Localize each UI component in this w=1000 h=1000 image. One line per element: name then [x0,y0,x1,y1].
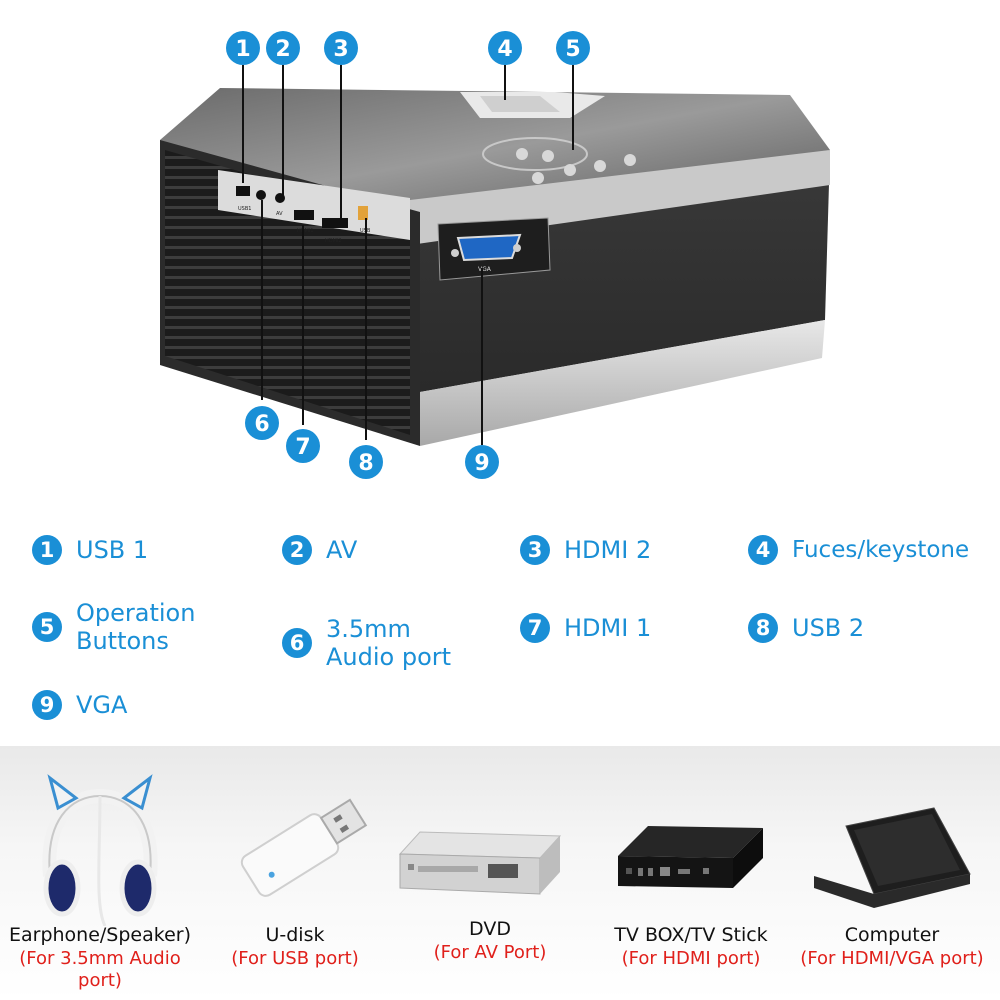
legend-label: HDMI 1 [564,614,652,642]
legend-label: VGA [76,691,128,719]
callout-1: 1 [226,31,260,65]
projector-front-face [160,140,420,446]
device-name: U-disk [265,924,325,946]
legend-item-usb1: 1 USB 1 [32,535,148,565]
callout-2: 2 [266,31,300,65]
legend-label: USB 2 [792,614,865,642]
legend-badge: 4 [748,535,778,565]
legend-badge: 5 [32,612,62,642]
legend-badge: 6 [282,628,312,658]
device-port: (For HDMI/VGA port) [800,948,984,969]
usb-drive-icon [240,798,368,897]
device-dvd: DVD (For AV Port) [390,746,590,1000]
hdmi2-port-label: HDMI2 [325,238,342,244]
device-port: (For AV Port) [433,942,547,963]
legend-label: USB 1 [76,536,149,564]
svg-text:1: 1 [235,37,250,62]
legend-item-operation-buttons: 5 Operation Buttons [32,599,195,655]
device-name: TV BOX/TV Stick [614,924,768,946]
port-legend: 1 USB 1 2 AV 3 HDMI 2 4 Fuces/keystone 5… [0,505,1000,740]
device-port: (For 3.5mm Audio port) [19,948,181,991]
device-name: DVD [469,918,511,940]
legend-badge: 9 [32,690,62,720]
projector-top-surface [160,88,830,212]
compatible-devices: Earphone/Speaker) (For 3.5mm Audio port)… [0,746,1000,1000]
callout-6: 6 [245,406,279,440]
projector-diagram: VGA USB1 AV HDMI1 HDMI2 USB 1 2 3 4 5 6 … [160,31,830,479]
callout-7: 7 [286,429,320,463]
device-earphone: Earphone/Speaker) (For 3.5mm Audio port) [0,746,200,1000]
svg-text:2: 2 [275,37,290,62]
legend-item-focus-keystone: 4 Fuces/keystone [748,535,969,565]
callout-lines [242,65,574,445]
vga-port-label: VGA [478,266,492,273]
hdmi1-port-label: HDMI1 [297,228,314,234]
callout-4: 4 [488,31,522,65]
device-tv-box: TV BOX/TV Stick (For HDMI port) [598,746,784,1000]
legend-badge: 3 [520,535,550,565]
legend-label: HDMI 2 [564,536,652,564]
legend-label: 3.5mm Audio port [326,615,452,671]
legend-badge: 2 [282,535,312,565]
device-u-disk: U-disk (For USB port) [200,746,390,1000]
legend-label: Fuces/keystone [792,537,970,563]
callout-5: 5 [556,31,590,65]
legend-badge: 1 [32,535,62,565]
tv-box-icon [618,826,763,888]
svg-text:8: 8 [358,451,373,476]
dvd-player-icon [398,831,562,895]
callout-3: 3 [324,31,358,65]
device-port: (For USB port) [231,948,359,969]
headphones-icon [42,774,158,926]
callout-8: 8 [349,445,383,479]
svg-text:3: 3 [333,37,348,62]
legend-item-hdmi1: 7 HDMI 1 [520,613,651,643]
vga-panel: VGA [437,217,551,281]
device-name: Earphone/Speaker) [8,924,191,946]
svg-text:6: 6 [254,412,269,437]
device-computer: Computer (For HDMI/VGA port) [784,746,1000,1000]
projector-side-panel [410,150,830,446]
legend-item-audio-port: 6 3.5mm Audio port [282,615,451,671]
legend-badge: 7 [520,613,550,643]
svg-text:7: 7 [295,435,310,460]
svg-text:4: 4 [497,37,512,62]
legend-item-hdmi2: 3 HDMI 2 [520,535,651,565]
av-port-label: AV [276,211,283,217]
laptop-icon [814,807,971,908]
legend-item-vga: 9 VGA [32,690,127,720]
legend-badge: 8 [748,613,778,643]
legend-item-usb2: 8 USB 2 [748,613,864,643]
device-port: (For HDMI port) [621,948,761,969]
legend-label: Operation Buttons [76,599,196,655]
usb1-port-label: USB1 [238,206,251,212]
device-name: Computer [844,924,940,946]
legend-item-av: 2 AV [282,535,357,565]
legend-label: AV [326,536,358,564]
port-row: USB1 AV HDMI1 HDMI2 USB [236,186,371,244]
svg-text:5: 5 [565,37,580,62]
svg-text:9: 9 [474,451,489,476]
callout-9: 9 [465,445,499,479]
operation-buttons [516,148,636,184]
